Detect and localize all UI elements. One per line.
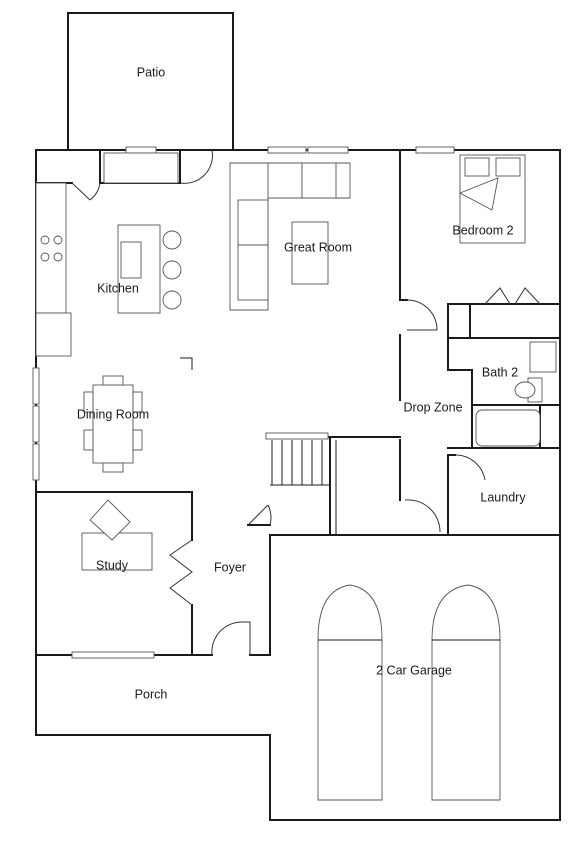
label-patio: Patio [137, 65, 166, 79]
label-great-room: Great Room [284, 240, 352, 254]
interior-walls [35, 149, 561, 656]
label-porch: Porch [135, 687, 168, 701]
label-kitchen: Kitchen [97, 281, 139, 295]
label-laundry: Laundry [480, 490, 526, 504]
room-labels: Patio Great Room Bedroom 2 Kitchen Bath … [77, 65, 526, 701]
label-dining-room: Dining Room [77, 407, 149, 421]
label-bedroom-2: Bedroom 2 [452, 223, 513, 237]
windows [32, 146, 455, 659]
door-swings [71, 149, 541, 656]
label-foyer: Foyer [214, 560, 246, 574]
label-bath-2: Bath 2 [482, 365, 518, 379]
label-garage: 2 Car Garage [376, 663, 452, 677]
furniture [35, 152, 557, 801]
label-study: Study [96, 558, 129, 572]
exterior-walls [35, 12, 561, 821]
label-drop-zone: Drop Zone [403, 400, 462, 414]
